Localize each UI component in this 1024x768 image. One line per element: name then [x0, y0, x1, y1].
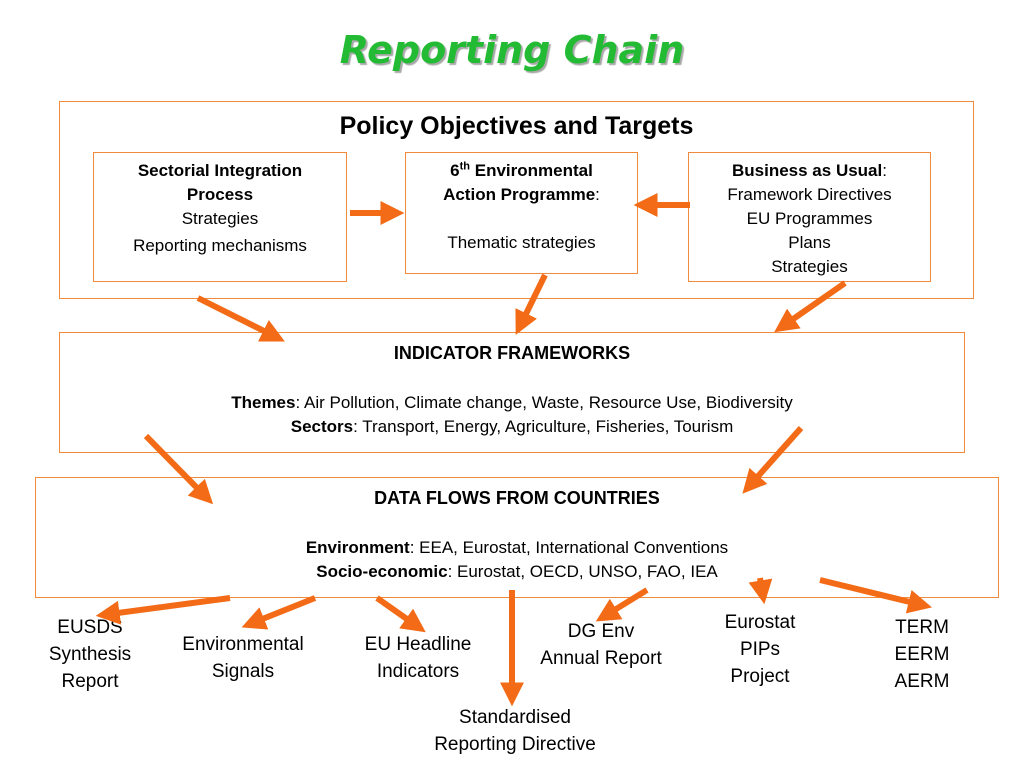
output-line: Eurostat: [724, 612, 796, 633]
output-line: TERM: [895, 617, 949, 638]
indicator-frameworks-frame: INDICATOR FRAMEWORKS Themes: Air Polluti…: [59, 332, 965, 453]
arrow-indicators-to-dataflows-left: [143, 433, 214, 505]
environment-value: : EEA, Eurostat, International Conventio…: [409, 538, 729, 557]
data-flows-heading: DATA FLOWS FROM COUNTRIES: [374, 488, 660, 508]
output-line: Signals: [211, 661, 275, 682]
eap-colon: :: [595, 185, 600, 204]
arrow-policy-to-indicators-left: [196, 295, 285, 342]
output-eurostat-pips-project: Eurostat PIPs Project: [700, 609, 820, 690]
socio-economic-line: Socio-economic: Eurostat, OECD, UNSO, FA…: [36, 560, 998, 584]
themes-label: Themes: [231, 393, 296, 412]
sectorial-integration-box: Sectorial Integration Process Strategies…: [93, 152, 347, 282]
indicator-frameworks-heading: INDICATOR FRAMEWORKS: [393, 343, 631, 363]
bau-item: Framework Directives: [727, 185, 892, 204]
output-line: EU Headline: [364, 634, 472, 655]
eap-title-line2: Action Programme:: [406, 183, 637, 207]
business-as-usual-box: Business as Usual: Framework Directives …: [688, 152, 931, 282]
eap-title-sup: th: [459, 160, 471, 173]
arrow-to-eurostat-pips: [748, 577, 773, 605]
bau-colon: :: [882, 161, 887, 180]
eap-title-prefix: 6: [450, 161, 460, 180]
arrow-eap-to-indicators: [515, 273, 548, 335]
environment-line: Environment: EEA, Eurostat, Internationa…: [36, 536, 998, 560]
output-line: Reporting Directive: [434, 734, 596, 755]
environment-label: Environment: [305, 538, 410, 557]
sectorial-line1: Strategies: [181, 209, 259, 228]
sectorial-line2: Reporting mechanisms: [133, 236, 307, 255]
socio-economic-value: : Eurostat, OECD, UNSO, FAO, IEA: [447, 562, 718, 581]
output-line: Report: [61, 671, 119, 692]
arrow-to-eu-headline: [375, 595, 426, 633]
bau-item: EU Programmes: [746, 209, 873, 228]
sectors-label: Sectors: [290, 417, 354, 436]
output-eu-headline-indicators: EU Headline Indicators: [343, 631, 493, 685]
arrow-to-dg-env: [595, 587, 649, 622]
bau-item: Plans: [788, 233, 831, 252]
policy-objectives-heading: Policy Objectives and Targets: [339, 112, 694, 140]
bau-item: Strategies: [771, 257, 848, 276]
arrow-bau-to-indicators: [774, 280, 847, 333]
eap-title-rest: Environmental: [470, 161, 593, 180]
environmental-action-programme-box: 6th Environmental Action Programme: Them…: [405, 152, 638, 274]
page-title: Reporting Chain: [339, 28, 685, 72]
eap-title-line1: 6th Environmental: [406, 159, 637, 183]
output-line: Standardised: [459, 707, 571, 728]
arrow-to-eusds: [95, 595, 231, 625]
arrow-to-term: [819, 577, 932, 614]
sectors-value: : Transport, Energy, Agriculture, Fisher…: [353, 417, 734, 436]
bau-title-line: Business as Usual:: [689, 159, 930, 183]
sectorial-title-line1: Sectorial Integration: [137, 161, 303, 180]
output-dg-env-annual-report: DG Env Annual Report: [520, 618, 682, 672]
output-line: DG Env: [567, 621, 635, 642]
output-line: Annual Report: [540, 648, 662, 669]
output-line: Synthesis: [48, 644, 132, 665]
output-eusds-synthesis-report: EUSDS Synthesis Report: [30, 614, 150, 695]
output-line: PIPs: [739, 639, 781, 660]
themes-line: Themes: Air Pollution, Climate change, W…: [60, 391, 964, 415]
output-line: Environmental: [182, 634, 304, 655]
output-environmental-signals: Environmental Signals: [158, 631, 328, 685]
output-term-eerm-aerm: TERM EERM AERM: [872, 614, 972, 695]
sectors-line: Sectors: Transport, Energy, Agriculture,…: [60, 415, 964, 439]
eap-title-line2-text: Action Programme: [443, 185, 596, 204]
output-line: AERM: [894, 671, 950, 692]
sectorial-title-line2: Process: [186, 185, 254, 204]
output-line: Project: [730, 666, 790, 687]
themes-value: : Air Pollution, Climate change, Waste, …: [295, 393, 793, 412]
bau-title: Business as Usual: [732, 161, 883, 180]
eap-line1: Thematic strategies: [447, 233, 596, 252]
output-standardised-reporting-directive: Standardised Reporting Directive: [410, 704, 620, 758]
output-line: EERM: [894, 644, 950, 665]
socio-economic-label: Socio-economic: [316, 562, 448, 581]
output-line: Indicators: [376, 661, 460, 682]
arrow-indicators-to-dataflows-right: [742, 426, 804, 494]
arrow-to-environmental-signals: [241, 595, 317, 630]
